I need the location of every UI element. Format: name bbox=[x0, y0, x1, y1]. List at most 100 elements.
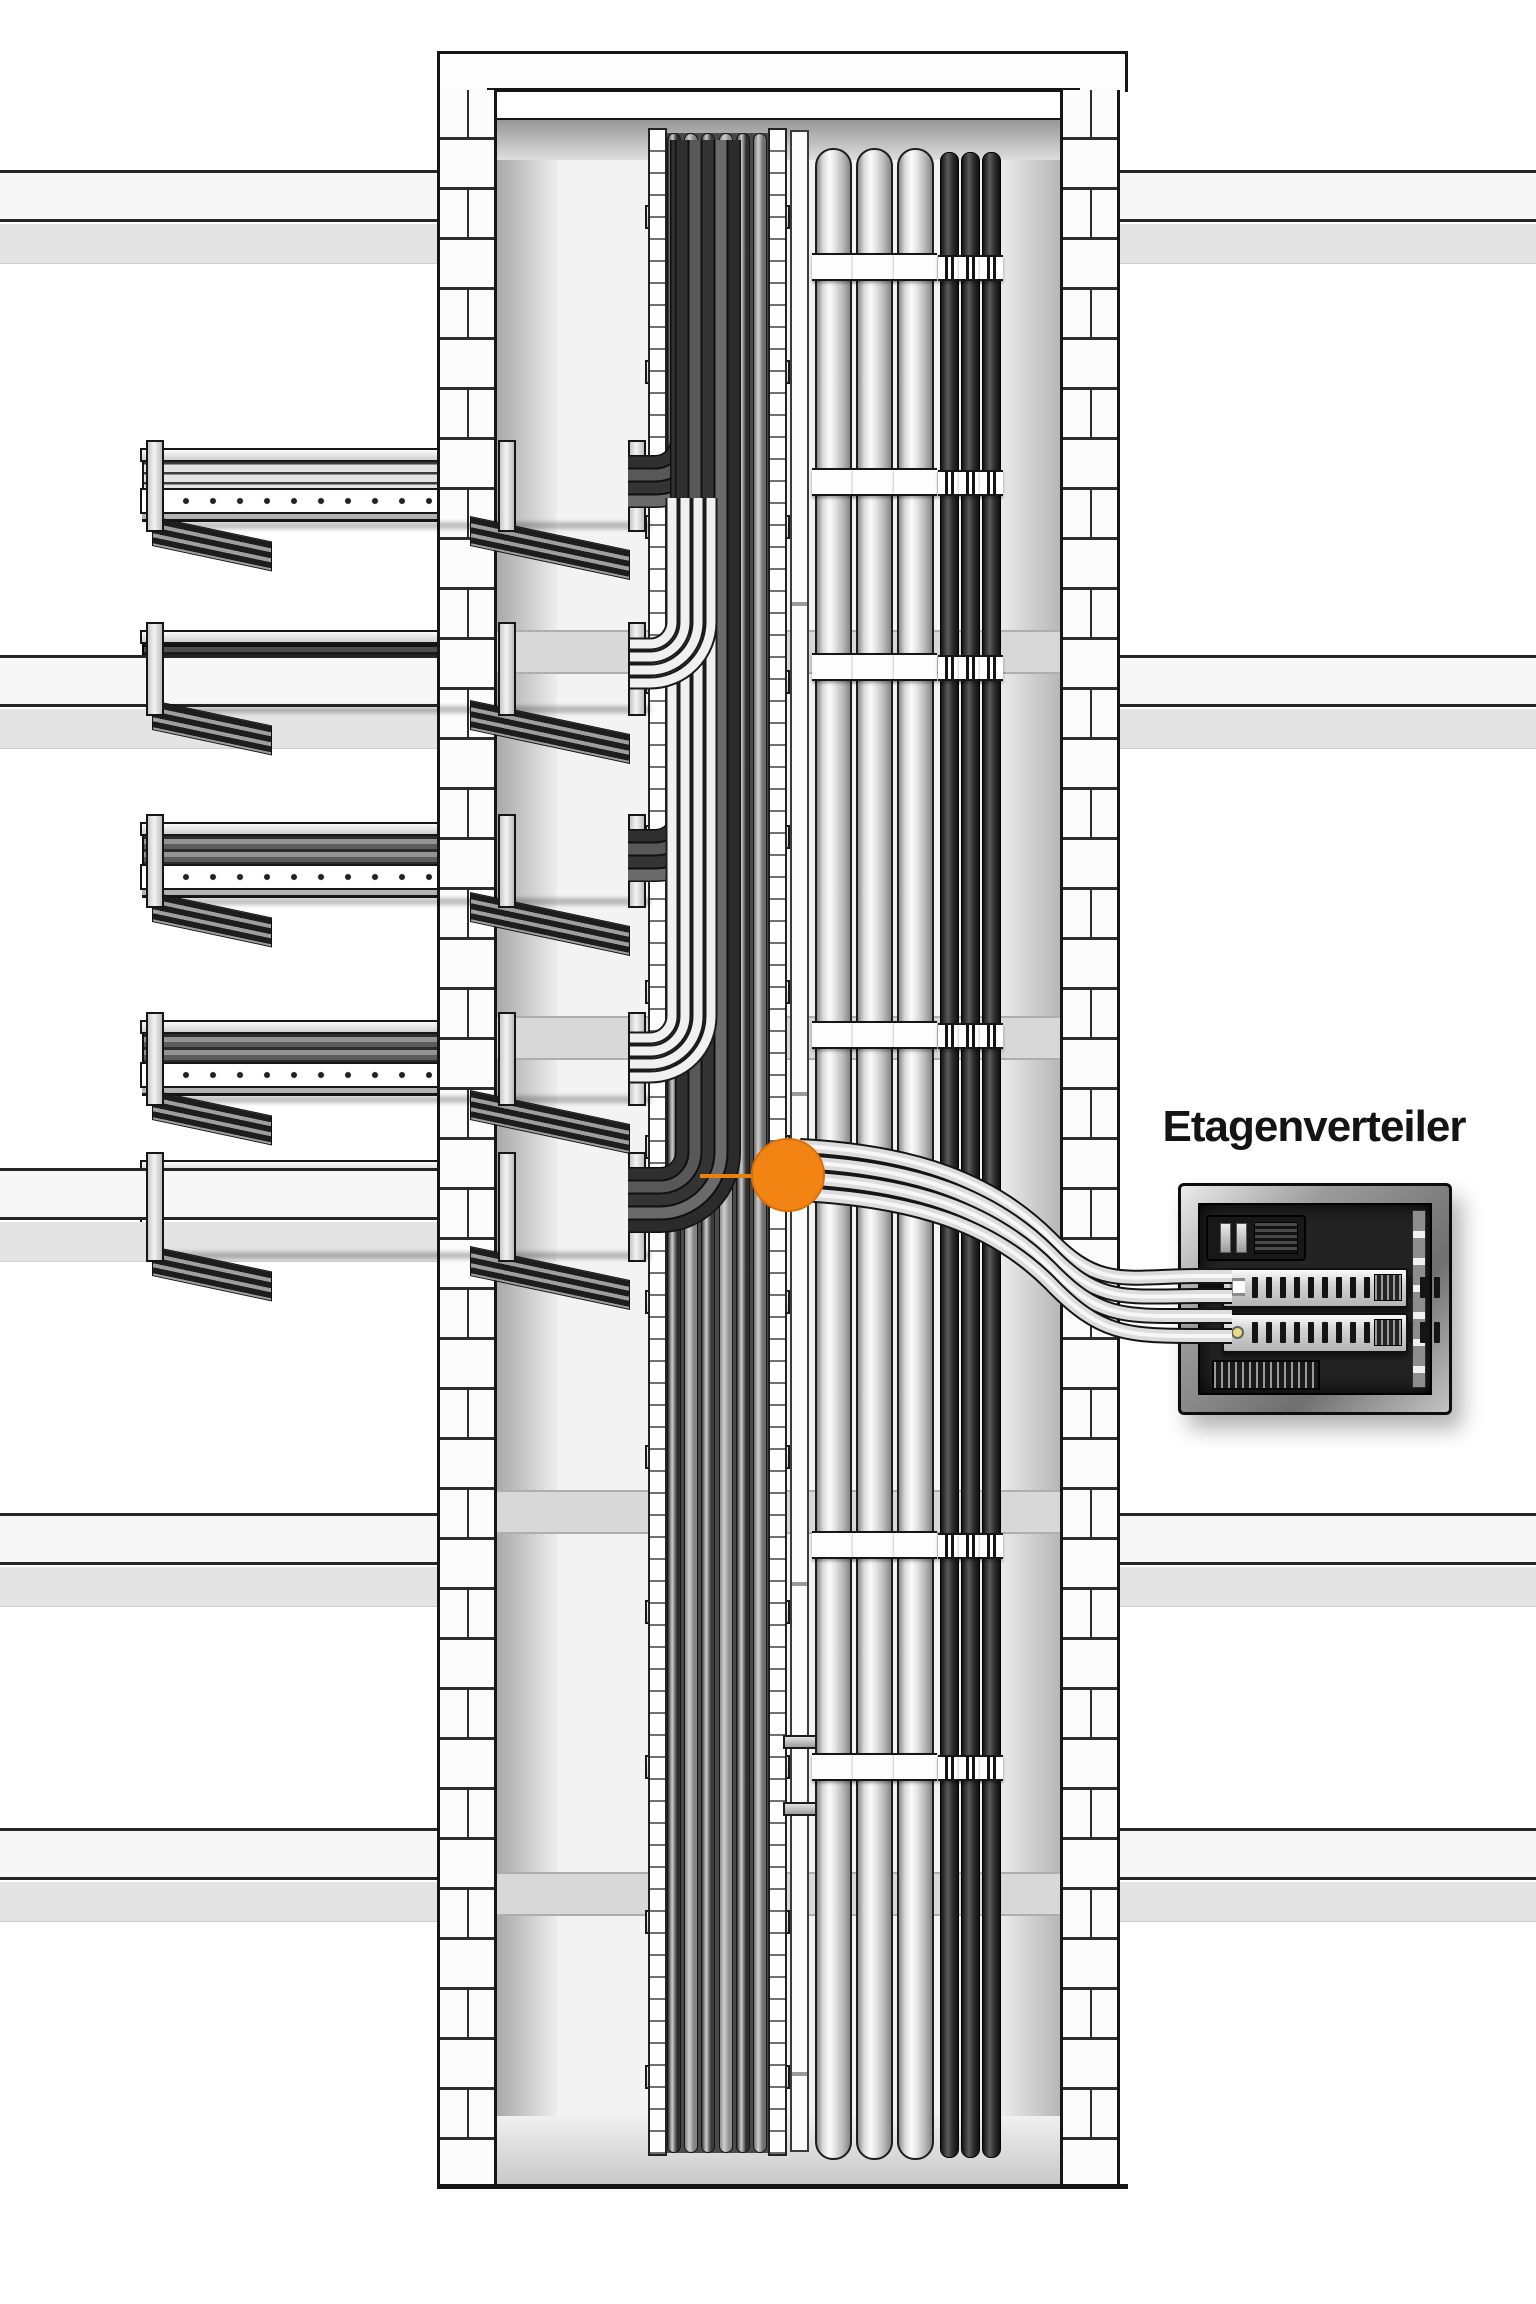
conduit-clamp bbox=[783, 1735, 817, 1749]
floor-slab-right-2 bbox=[1120, 655, 1536, 707]
module-vent bbox=[1254, 1222, 1298, 1254]
shaft-left-wall bbox=[437, 90, 497, 2186]
conduit-dark bbox=[961, 152, 980, 2158]
riser-cable bbox=[753, 133, 767, 2153]
panel-port bbox=[1364, 1322, 1370, 1343]
conduit-coupling bbox=[853, 1021, 896, 1049]
tray-cable-bend bbox=[628, 140, 727, 1219]
tray-bottom-lip bbox=[142, 890, 648, 898]
conduit-coupling-ticks bbox=[938, 1023, 961, 1049]
conduit-coupling-ticks bbox=[980, 255, 1003, 281]
panel-support-rod bbox=[1198, 1284, 1226, 1289]
panel-clip bbox=[1230, 1278, 1245, 1296]
conduit-coupling-ticks bbox=[959, 1755, 982, 1781]
floor-slab-left-4 bbox=[0, 1513, 437, 1565]
panel-port bbox=[1336, 1277, 1342, 1298]
tray-shadow bbox=[150, 898, 650, 905]
floor-slab-shadow-left-1 bbox=[0, 224, 437, 264]
conduit-coupling-ticks bbox=[980, 1023, 1003, 1049]
conduit-coupling bbox=[853, 1531, 896, 1559]
conduit-coupling bbox=[853, 653, 896, 681]
riser-patch-cable-branch bbox=[630, 556, 716, 688]
feed-cable-highlight bbox=[799, 1144, 1232, 1280]
tray-hanger-post bbox=[146, 1152, 164, 1262]
conduit-coupling-ticks bbox=[980, 470, 1003, 496]
tray-hanger-post bbox=[498, 440, 516, 532]
conduit-dark bbox=[982, 152, 1001, 2158]
tray-shadow bbox=[150, 706, 650, 713]
panel-port bbox=[1322, 1277, 1328, 1298]
brick-joint bbox=[1090, 90, 1092, 2186]
floor-distributor-label: Etagenverteiler bbox=[1162, 1102, 1467, 1151]
tray-bend-outline bbox=[628, 140, 684, 469]
feed-cable-highlight bbox=[799, 1192, 1232, 1338]
panel-port bbox=[1350, 1322, 1356, 1343]
riser-patch-cable bbox=[630, 498, 690, 1056]
floor-slab-shadow-right-1 bbox=[1120, 224, 1536, 264]
shaft-head-inner-line bbox=[487, 88, 1080, 92]
tray-shadow bbox=[150, 1096, 650, 1103]
tray-hanger-post bbox=[498, 814, 516, 908]
riser-patch-cable bbox=[630, 498, 703, 1069]
conduit-coupling-ticks bbox=[938, 470, 961, 496]
tray-hanger-post bbox=[146, 622, 164, 716]
conduit-coupling bbox=[853, 253, 896, 281]
floor-slab-right-3 bbox=[1120, 1513, 1536, 1565]
riser-patch-cable-branch bbox=[630, 556, 677, 649]
riser-patch-cable bbox=[630, 498, 716, 1082]
cabinet-mounting-rail bbox=[1412, 1210, 1426, 1388]
panel-port bbox=[1406, 1277, 1412, 1298]
floor-slab-shadow-left-5 bbox=[0, 1882, 437, 1922]
tray-bottom-lip bbox=[142, 1088, 648, 1096]
conduit-coupling bbox=[812, 253, 855, 281]
tray-hanger-post bbox=[498, 1152, 516, 1262]
shaft-right-wall bbox=[1060, 90, 1120, 2186]
panel-port bbox=[1266, 1277, 1272, 1298]
conduit-coupling bbox=[812, 653, 855, 681]
tray-hanger-post bbox=[146, 440, 164, 532]
riser-patch-cable bbox=[630, 498, 677, 1043]
conduit-coupling bbox=[894, 1531, 937, 1559]
floor-slab-left-3 bbox=[0, 1168, 437, 1220]
panel-port bbox=[1322, 1322, 1328, 1343]
panel-port bbox=[1406, 1322, 1412, 1343]
floor-slab-left-5 bbox=[0, 1828, 437, 1880]
conduit-coupling bbox=[853, 468, 896, 496]
tray-shadow bbox=[150, 1252, 650, 1259]
panel-port bbox=[1434, 1277, 1440, 1298]
floor-slab-shadow-right-3 bbox=[1120, 1567, 1536, 1607]
tray-hanger-post bbox=[498, 1012, 516, 1106]
conduit-coupling bbox=[894, 253, 937, 281]
panel-port bbox=[1364, 1277, 1370, 1298]
shaft-bottom-line bbox=[437, 2184, 1128, 2189]
panel-connector-block bbox=[1374, 1319, 1402, 1346]
floor-slab-right-1 bbox=[1120, 170, 1536, 222]
conduit-coupling bbox=[853, 1753, 896, 1781]
floor-slab-shadow-left-3 bbox=[0, 1222, 437, 1262]
floor-slab-shadow-right-4 bbox=[1120, 1882, 1536, 1922]
tray-cable-bend bbox=[628, 140, 714, 1206]
conduit-coupling-ticks bbox=[980, 1533, 1003, 1559]
conduit-coupling-ticks bbox=[959, 255, 982, 281]
panel-port bbox=[1420, 1277, 1426, 1298]
tray-cable-bend bbox=[628, 140, 740, 1232]
conduit-dark bbox=[940, 152, 959, 2158]
junction-marker-dot bbox=[751, 1138, 825, 1212]
shaft-head bbox=[437, 51, 1128, 92]
floor-slab-left-2 bbox=[0, 655, 437, 707]
cabinet-vent-grille bbox=[1212, 1360, 1320, 1390]
conduit-coupling-ticks bbox=[959, 655, 982, 681]
floor-slab-shadow-right-2 bbox=[1120, 709, 1536, 749]
conduit-clamp bbox=[783, 1802, 817, 1816]
conduit-coupling bbox=[812, 1531, 855, 1559]
panel-port bbox=[1294, 1277, 1300, 1298]
panel-port bbox=[1336, 1322, 1342, 1343]
module-slot bbox=[1220, 1223, 1231, 1253]
floor-slab-right-4 bbox=[1120, 1828, 1536, 1880]
shaft-cavity-top-line bbox=[497, 118, 1073, 120]
conduit-coupling bbox=[894, 1021, 937, 1049]
tray-bottom-lip bbox=[142, 514, 648, 522]
conduit-coupling bbox=[812, 1753, 855, 1781]
feed-cable-highlight bbox=[799, 1160, 1232, 1299]
panel-port bbox=[1280, 1322, 1286, 1343]
